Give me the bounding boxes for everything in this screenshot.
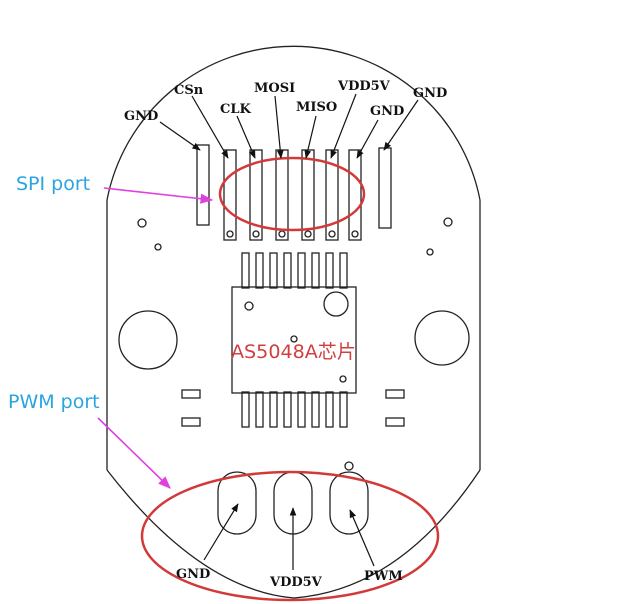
pwm-port-label: PWM port <box>8 391 100 413</box>
pwm-pin-label-vdd5v: VDD5V <box>269 575 323 590</box>
spi-pad-gnd-left <box>196 144 210 226</box>
spi-pin-label-vdd5v: VDD5V <box>337 79 391 94</box>
pwm-pin-label-pwm: PWM <box>364 569 403 584</box>
pwm-highlight-ellipse <box>140 470 440 602</box>
spi-port-label: SPI port <box>16 173 90 195</box>
pwm-pad-pwm <box>329 471 369 535</box>
mount-hole-right <box>414 310 470 366</box>
pwm-pin-label-gnd: GND <box>176 567 210 582</box>
spi-pin-label-gnd-right: GND <box>413 86 447 101</box>
spi-pin-label-clk: CLK <box>220 102 251 117</box>
spi-pin-label-gnd-left: GND <box>124 109 158 124</box>
spi-pin-label-csn: CSn <box>174 83 204 98</box>
spi-pin-label-gnd-mid: GND <box>370 104 404 119</box>
chip-label: AS5048A芯片 <box>231 341 356 363</box>
chip-pin1-marker <box>323 291 349 317</box>
mount-hole-left <box>118 310 178 370</box>
spi-pointer-arrow <box>103 187 214 204</box>
chip-leads <box>241 252 348 428</box>
spi-highlight-ellipse <box>218 156 366 232</box>
pwm-pointer-arrow <box>97 417 171 489</box>
spi-pin-label-miso: MISO <box>296 100 337 115</box>
spi-pin-label-mosi: MOSI <box>254 81 295 96</box>
side-pads <box>181 389 405 427</box>
chip-body <box>231 286 357 394</box>
spi-header <box>196 144 392 241</box>
spi-pad-gnd-right <box>378 147 392 229</box>
mounting-holes <box>118 217 470 471</box>
pwm-pad-gnd <box>217 471 257 535</box>
board-outline <box>106 45 481 599</box>
pin-leader-arrows <box>159 93 419 570</box>
